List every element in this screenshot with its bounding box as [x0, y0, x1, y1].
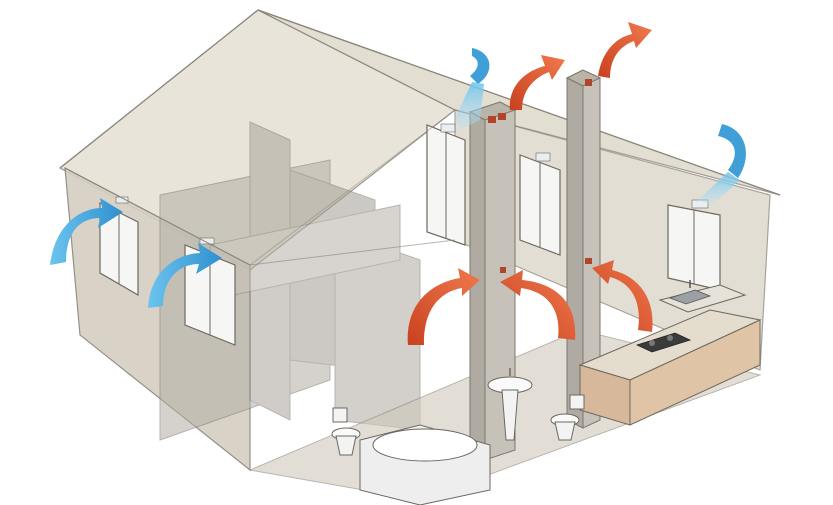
- fresh-air-arrow: [698, 124, 746, 205]
- fresh-air-arrow: [50, 198, 123, 265]
- ventilation-shaft-left: [468, 101, 517, 461]
- washbasin-icon: [487, 368, 533, 441]
- kitchen-sink-icon: [668, 280, 712, 305]
- cooktop-icon: [635, 332, 692, 353]
- fresh-air-arrow: [148, 243, 222, 308]
- window-upper-center: [426, 123, 466, 246]
- fresh-air-arrow: [455, 48, 490, 130]
- ventilation-shaft-right: [500, 69, 602, 429]
- window-right: [667, 199, 721, 291]
- exhaust-air-arrow: [592, 260, 653, 332]
- window-left-1: [99, 196, 139, 297]
- toilet-icon-left: [331, 407, 361, 456]
- window-upper-right: [519, 152, 561, 256]
- exhaust-air-arrow: [509, 55, 565, 110]
- exhaust-air-arrow: [500, 270, 576, 340]
- toilet-icon-right: [550, 394, 585, 441]
- exhaust-air-arrow: [598, 22, 652, 78]
- exhaust-air-arrow: [407, 268, 480, 345]
- interior-partitions: [159, 121, 421, 441]
- bathtub-icon: [359, 424, 491, 505]
